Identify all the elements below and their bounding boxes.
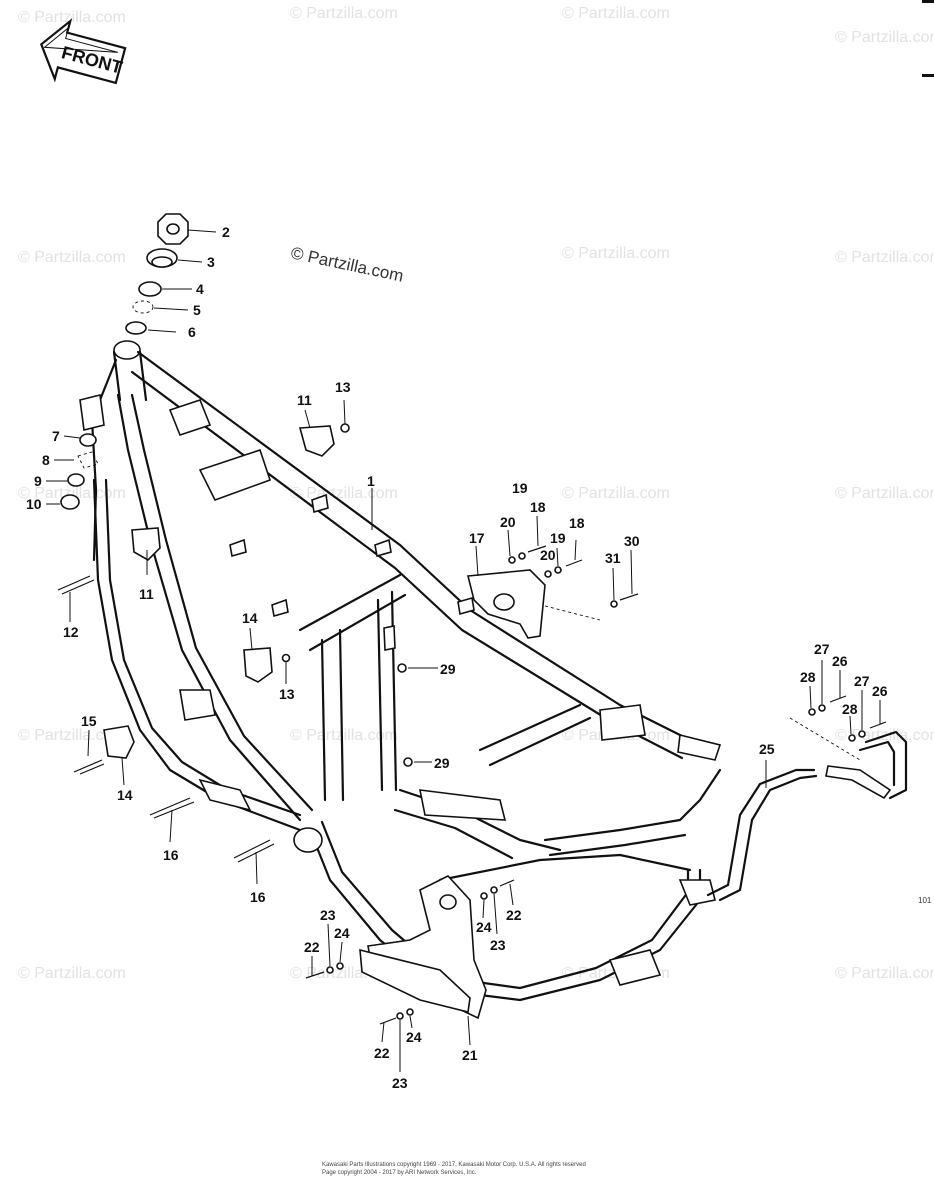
callout-11-upper: 11	[297, 392, 312, 408]
side-plate-assembly	[466, 515, 639, 639]
footer-copyright-line-1: Kawasaki Parts Illustrations copyright 1…	[322, 1162, 586, 1168]
callout-14-upper: 14	[242, 610, 258, 626]
callout-13-upper: 13	[335, 379, 351, 395]
callout-4: 4	[196, 281, 204, 297]
callout-26-right: 26	[872, 683, 888, 699]
watermark-text: © Partzilla.com	[290, 5, 398, 22]
callout-20-left: 20	[500, 514, 516, 530]
main-watermark: © Partzilla.com	[289, 243, 405, 285]
watermark-text: © Partzilla.com	[18, 249, 126, 266]
callout-19-mid: 19	[550, 530, 566, 546]
callout-18-right: 18	[569, 515, 585, 531]
callout-11-lower: 11	[139, 586, 154, 602]
callout-12: 12	[63, 624, 79, 640]
callout-9: 9	[34, 473, 42, 489]
callout-29-upper: 29	[440, 661, 456, 677]
steering-stem-parts	[125, 213, 217, 335]
callout-23-left: 23	[320, 907, 336, 923]
callout-16-left: 16	[163, 847, 179, 863]
callout-25: 25	[759, 741, 775, 757]
callout-5: 5	[193, 302, 201, 318]
callout-24-left: 24	[334, 925, 350, 941]
callout-8: 8	[42, 452, 50, 468]
callout-28-right: 28	[842, 701, 858, 717]
watermark-text: © Partzilla.com	[562, 5, 670, 22]
watermark-text: © Partzilla.com	[835, 249, 934, 266]
engine-brackets	[73, 399, 350, 786]
footer-copyright-line-2: Page copyright 2004 - 2017 by ARI Networ…	[322, 1170, 477, 1176]
callout-6: 6	[188, 324, 196, 340]
callout-19-top: 19	[512, 480, 528, 496]
watermark-text: © Partzilla.com	[835, 965, 934, 982]
callout-27-left: 27	[814, 641, 830, 657]
front-arrow-icon: FRONT	[39, 18, 127, 85]
callout-labels: 1 2 3 4 5 6 7 8 9 10 11 11 12 13 13 14 1…	[26, 224, 888, 1091]
callout-24-right: 24	[476, 919, 492, 935]
nuts-29	[397, 663, 438, 767]
corner-mark-mid	[922, 74, 934, 77]
callout-22-bottom: 22	[374, 1045, 390, 1061]
callout-2: 2	[222, 224, 230, 240]
watermark-text: © Partzilla.com	[18, 965, 126, 982]
watermark-text: © Partzilla.com	[18, 9, 126, 26]
lower-plate-assembly	[305, 875, 515, 1072]
callout-16-right: 16	[250, 889, 266, 905]
corner-mark-top	[922, 0, 934, 3]
callout-14-lower: 14	[117, 787, 133, 803]
callout-22-left: 22	[304, 939, 320, 955]
callout-1: 1	[367, 473, 375, 489]
watermark-text: © Partzilla.com	[290, 485, 398, 502]
callout-3: 3	[207, 254, 215, 270]
callout-23-bottom: 23	[392, 1075, 408, 1091]
callout-20-right: 20	[540, 547, 556, 563]
callout-15: 15	[81, 713, 97, 729]
watermark-text: © Partzilla.com	[835, 485, 934, 502]
rear-grab-bar-assembly	[706, 660, 908, 902]
watermark-text: © Partzilla.com	[18, 727, 126, 744]
callout-10: 10	[26, 496, 42, 512]
callout-28-left: 28	[800, 669, 816, 685]
long-bolts	[57, 575, 275, 885]
callout-29-lower: 29	[434, 755, 450, 771]
callout-22-right: 22	[506, 907, 522, 923]
watermark-text: © Partzilla.com	[290, 727, 398, 744]
watermark-text: © Partzilla.com	[835, 29, 934, 46]
callout-21: 21	[462, 1047, 478, 1063]
callout-27-right: 27	[854, 673, 870, 689]
callout-13-lower: 13	[279, 686, 295, 702]
callout-18-left: 18	[530, 499, 546, 515]
callout-31: 31	[605, 550, 621, 566]
watermark-text: © Partzilla.com	[18, 485, 126, 502]
watermark-text: © Partzilla.com	[562, 245, 670, 262]
callout-26-left: 26	[832, 653, 848, 669]
left-head-parts	[46, 433, 99, 510]
watermark-text: © Partzilla.com	[562, 485, 670, 502]
callout-24-bottom: 24	[406, 1029, 422, 1045]
callout-30: 30	[624, 533, 640, 549]
callout-7: 7	[52, 428, 60, 444]
callout-17: 17	[469, 530, 485, 546]
side-code: 101	[918, 896, 932, 905]
motorcycle-frame	[79, 340, 722, 1002]
callout-23-right: 23	[490, 937, 506, 953]
